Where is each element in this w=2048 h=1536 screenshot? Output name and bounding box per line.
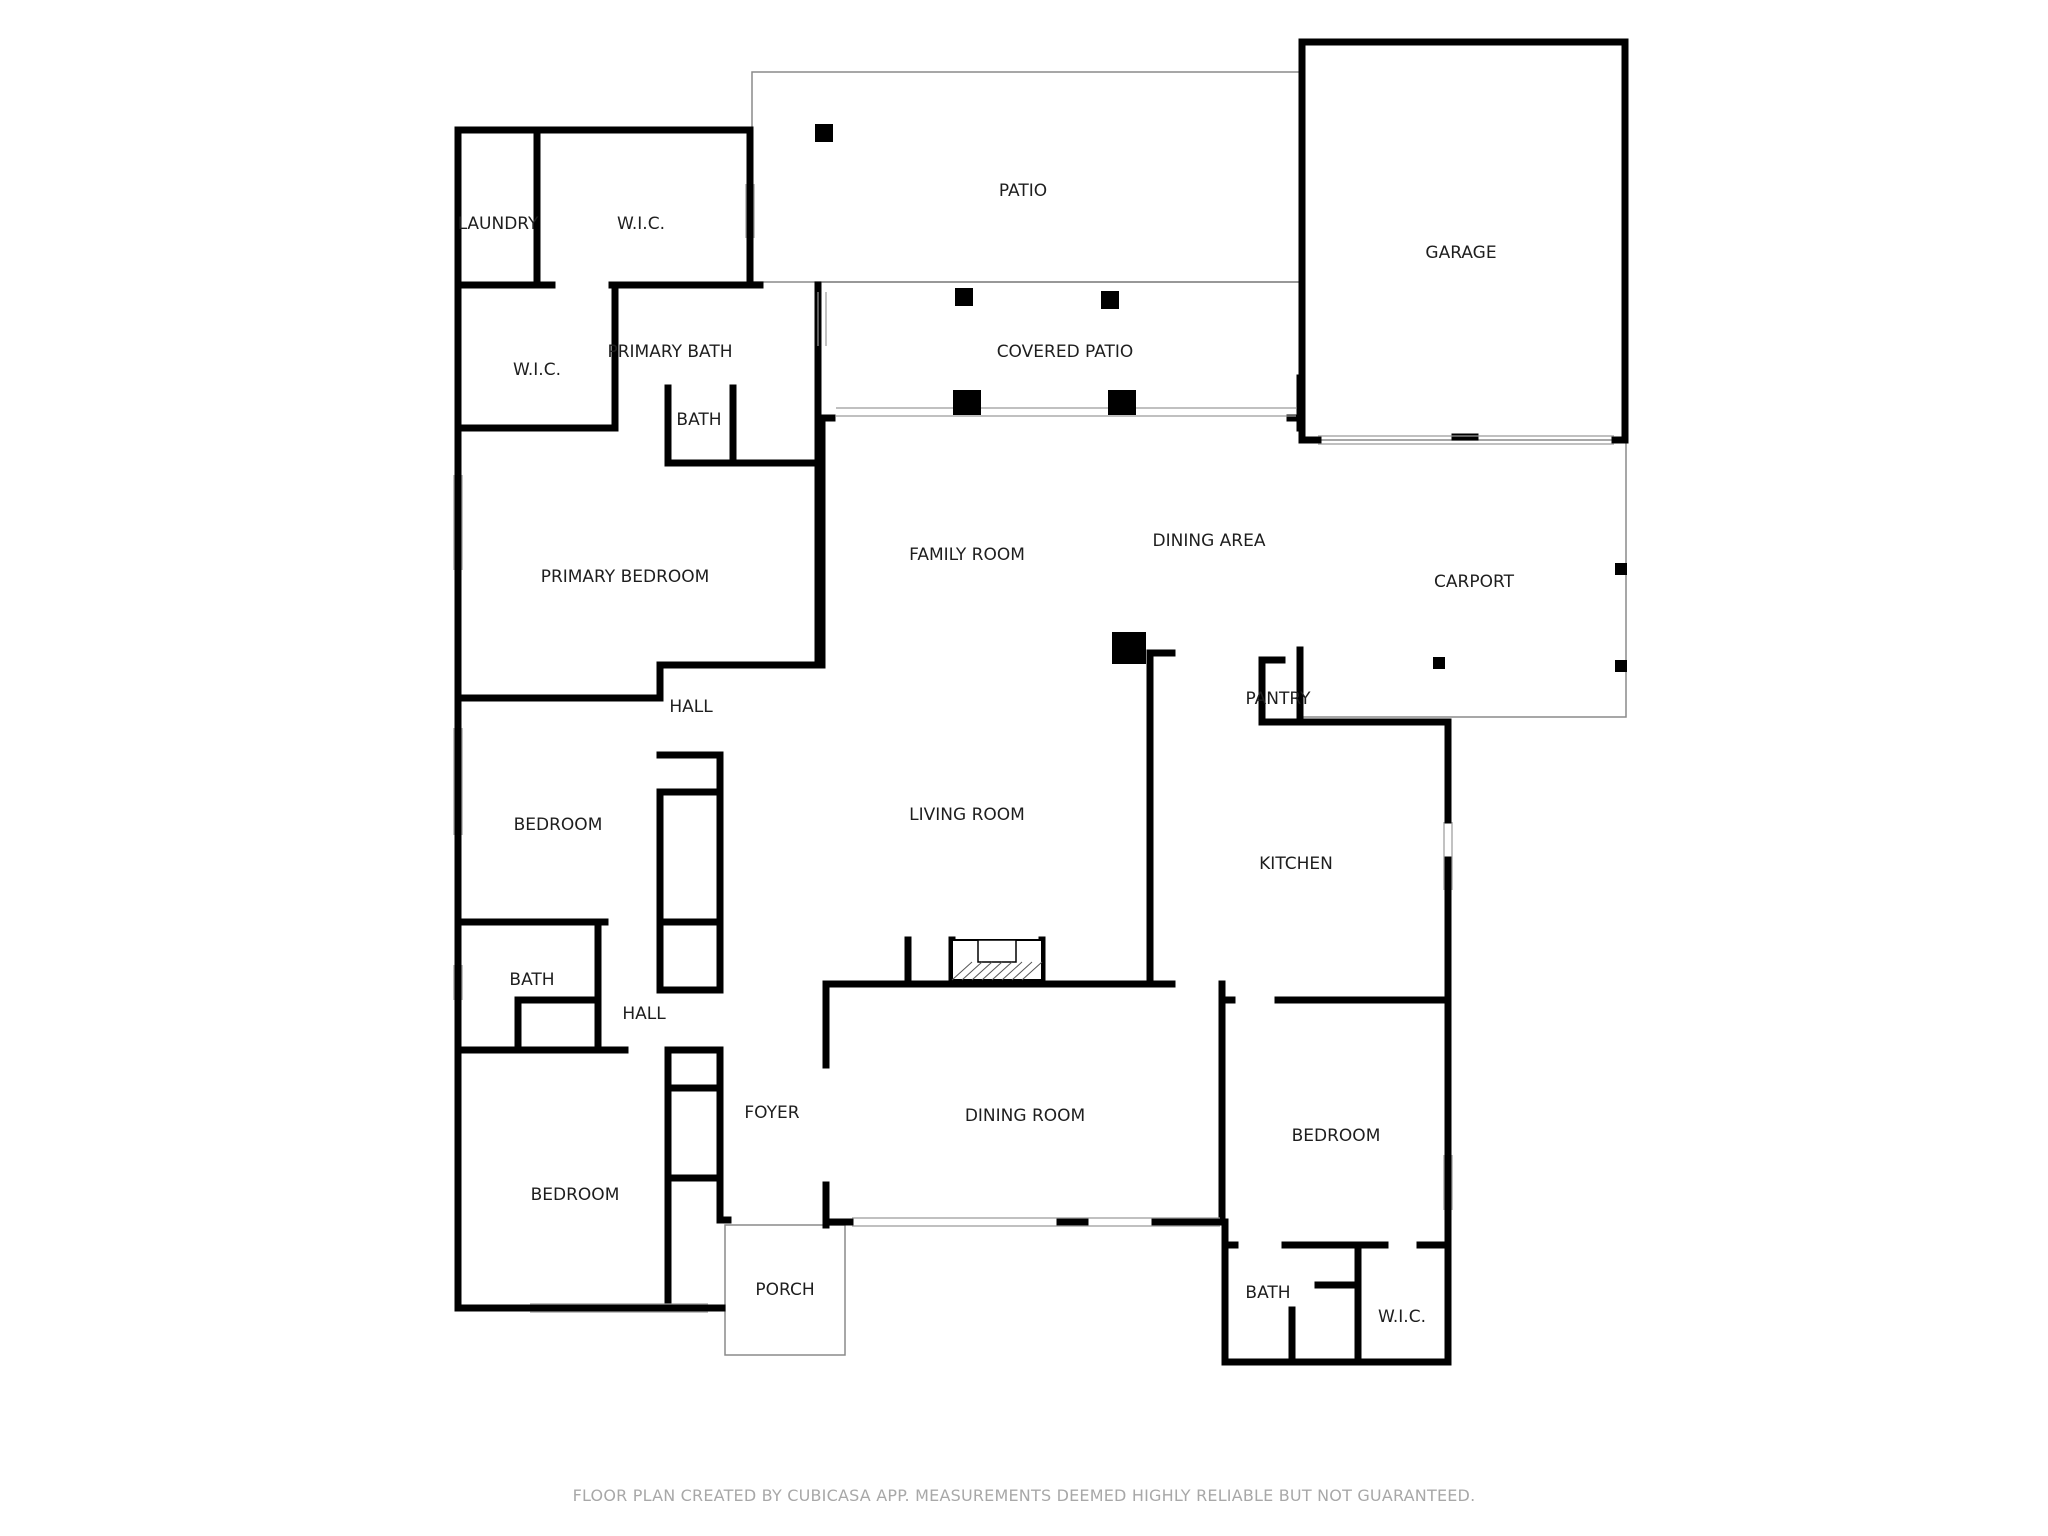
label-primary-bath: PRIMARY BATH [607,342,732,362]
label-carport: CARPORT [1434,572,1515,592]
label-wic-right: W.I.C. [1378,1307,1426,1327]
label-wic-upper: W.I.C. [617,214,665,234]
label-bedroom-left-low: BEDROOM [531,1185,620,1205]
label-hall-lower: HALL [622,1004,666,1024]
fireplace [951,939,1043,981]
label-patio: PATIO [999,181,1047,201]
footer-disclaimer: FLOOR PLAN CREATED BY CUBICASA APP. MEAS… [572,1486,1476,1505]
label-laundry: LAUNDRY [458,214,539,234]
label-hall-upper: HALL [669,697,713,717]
label-pantry: PANTRY [1245,689,1311,709]
label-bath-small: BATH [676,410,721,430]
label-dining-room: DINING ROOM [965,1106,1085,1126]
room-labels: LAUNDRY W.I.C. PATIO GARAGE W.I.C. PRIMA… [458,181,1515,1327]
label-porch: PORCH [755,1280,814,1300]
outdoor-outlines [724,71,1627,1356]
label-bath-right: BATH [1245,1283,1290,1303]
windows [453,184,1614,1313]
label-garage: GARAGE [1425,243,1496,263]
label-dining-area: DINING AREA [1153,531,1266,551]
label-covered-patio: COVERED PATIO [997,342,1134,362]
label-primary-bedroom: PRIMARY BEDROOM [541,567,710,587]
label-wic-left: W.I.C. [513,360,561,380]
label-kitchen: KITCHEN [1259,854,1333,874]
label-foyer: FOYER [744,1103,799,1123]
label-family-room: FAMILY ROOM [909,545,1025,565]
posts [815,124,1627,672]
label-bath-left: BATH [509,970,554,990]
label-living-room: LIVING ROOM [909,805,1025,825]
label-bedroom-left-mid: BEDROOM [514,815,603,835]
label-bedroom-right: BEDROOM [1292,1126,1381,1146]
walls [454,38,1629,1366]
